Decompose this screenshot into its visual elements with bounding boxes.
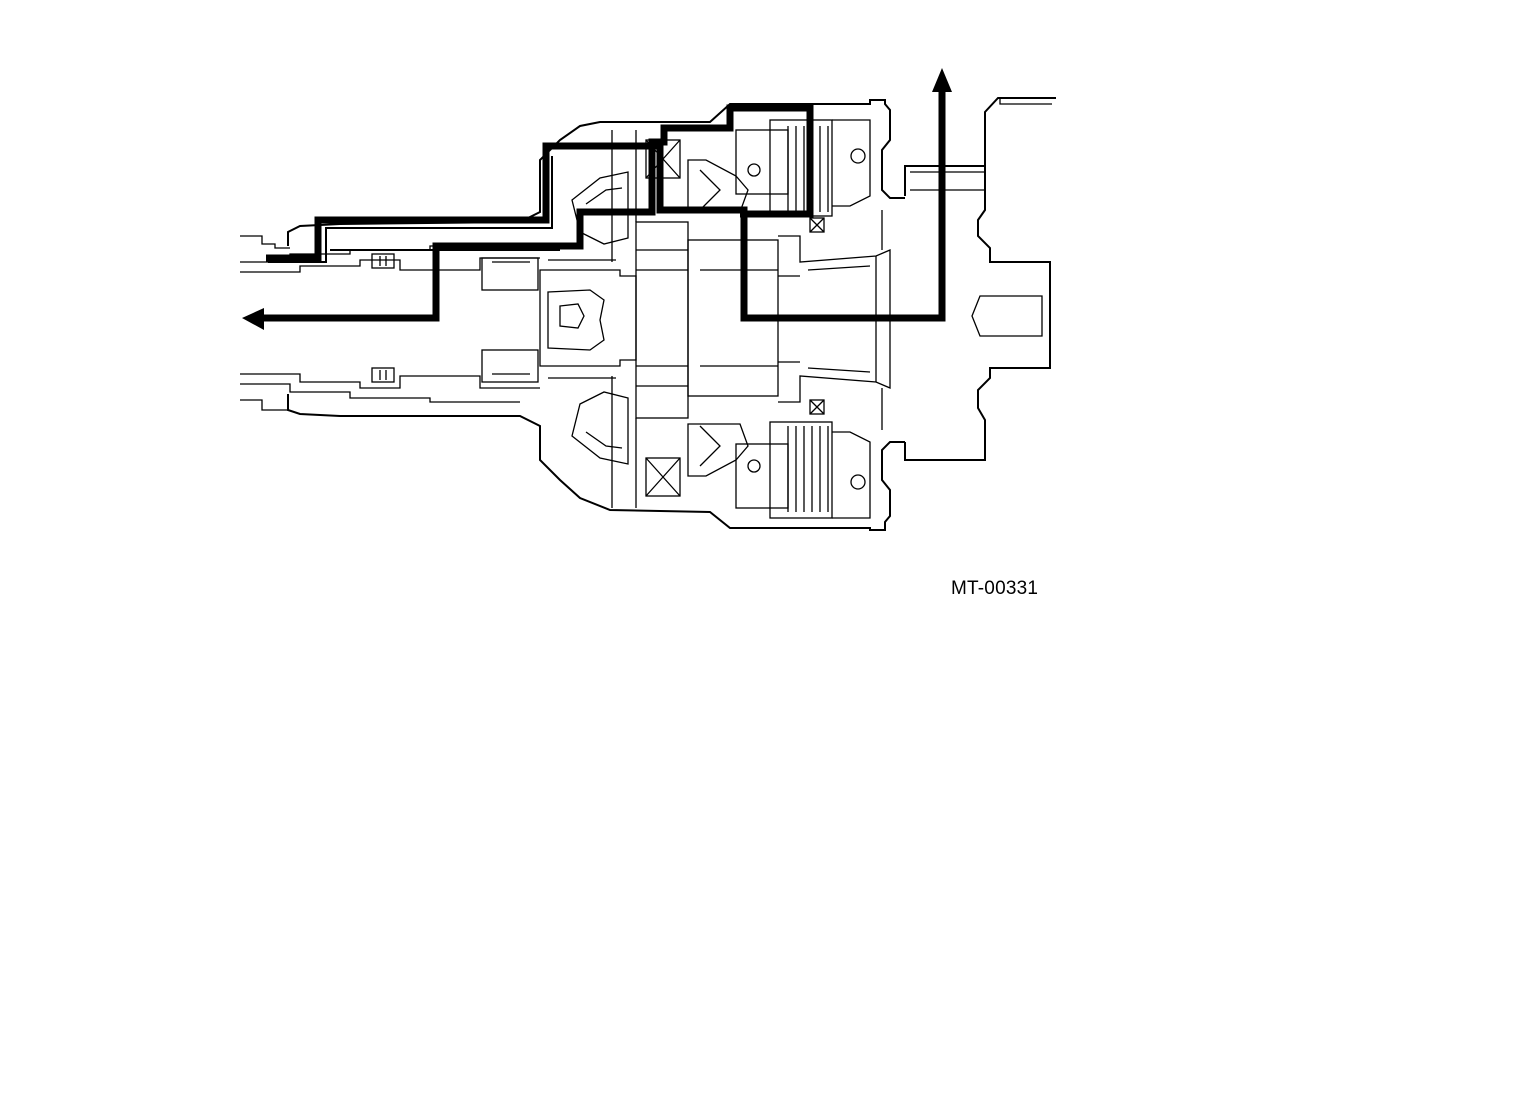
clutch-pack: [735, 119, 871, 519]
arrow-up-icon: [932, 68, 952, 92]
torque-flow-path-front: [266, 68, 952, 322]
figure-reference-code: MT-00331: [951, 578, 1039, 599]
torque-flow-path-secondary: [268, 156, 560, 263]
input-shaft: [240, 235, 540, 411]
torque-flow-path-rear: [242, 104, 814, 330]
arrow-left-icon: [242, 308, 264, 330]
